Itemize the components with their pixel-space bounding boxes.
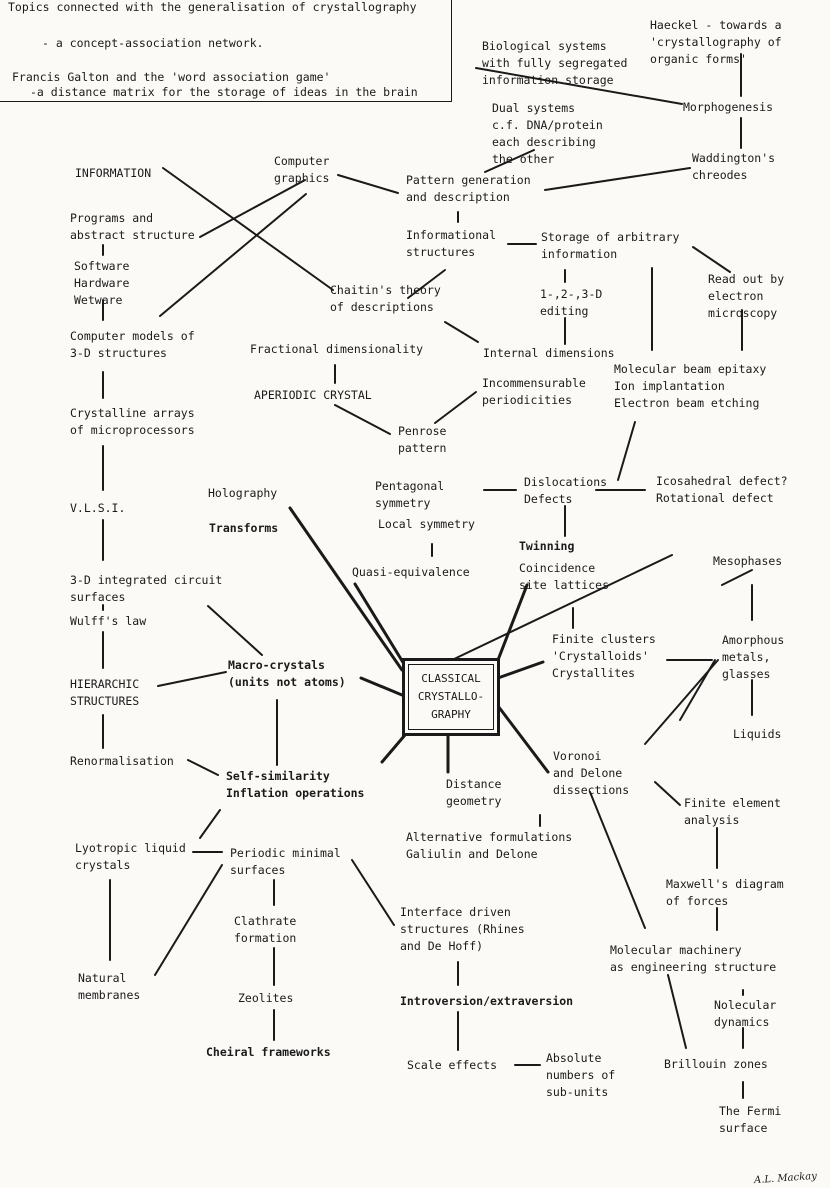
node-aperiodic-crystal: APERIODIC CRYSTAL bbox=[254, 388, 372, 402]
node-dual-systems: Dual systems c.f. DNA/protein each descr… bbox=[492, 101, 603, 166]
node-periodic-minimal: Periodic minimal surfaces bbox=[230, 846, 341, 877]
node-fermi-surface: The Fermi surface bbox=[719, 1104, 782, 1135]
node-chaitin: Chaitin's theory of descriptions bbox=[330, 283, 441, 314]
node-holography: Holography bbox=[208, 486, 278, 500]
node-pattern-generation: Pattern generation and description bbox=[406, 173, 531, 204]
node-zeolites: Zeolites bbox=[238, 991, 294, 1005]
title-line-1: Topics connected with the generalisation… bbox=[8, 0, 417, 14]
node-internal-dimensions: Internal dimensions bbox=[483, 346, 615, 360]
node-scale-effects: Scale effects bbox=[407, 1058, 498, 1072]
node-molecular-beam: Molecular beam epitaxy Ion implantation … bbox=[614, 362, 767, 410]
node-computer-graphics: Computer graphics bbox=[274, 154, 330, 185]
node-biological-systems: Biological systems with fully segregated… bbox=[482, 39, 628, 87]
node-brillouin-zones: Brillouin zones bbox=[664, 1057, 768, 1071]
node-coincidence: Coincidence site lattices bbox=[519, 561, 610, 592]
node-absolute-numbers: Absolute numbers of sub-units bbox=[546, 1051, 616, 1099]
node-fractional-dimensionality: Fractional dimensionality bbox=[250, 342, 424, 356]
node-crystalline-arrays: Crystalline arrays of microprocessors bbox=[70, 406, 195, 437]
title-box bbox=[0, 0, 452, 102]
node-finite-clusters: Finite clusters 'Crystalloids' Crystalli… bbox=[552, 632, 656, 680]
node-distance-geometry: Distance geometry bbox=[446, 777, 502, 808]
node-icosahedral: Icosahedral defect? Rotational defect bbox=[656, 474, 788, 505]
node-wulff: Wulff's law bbox=[70, 614, 147, 628]
node-information: INFORMATION bbox=[75, 166, 152, 180]
node-cheiral-frameworks: Cheiral frameworks bbox=[206, 1045, 331, 1059]
center-node-label: CLASSICAL CRYSTALLO- GRAPHY bbox=[417, 672, 485, 721]
node-penrose: Penrose pattern bbox=[398, 424, 447, 455]
node-molecular-machinery: Molecular machinery as engineering struc… bbox=[610, 943, 777, 974]
node-morphogenesis: Morphogenesis bbox=[683, 100, 774, 114]
title-line-4: -a distance matrix for the storage of id… bbox=[30, 85, 418, 99]
node-quasi-equivalence: Quasi-equivalence bbox=[352, 565, 470, 579]
node-haeckel: Haeckel - towards a 'crystallography of … bbox=[650, 18, 782, 66]
node-incommensurable: Incommensurable periodicities bbox=[482, 376, 586, 407]
node-read-out: Read out by electron microscopy bbox=[708, 272, 785, 320]
node-pentagonal: Pentagonal symmetry bbox=[375, 479, 445, 510]
node-1-2-3-d-editing: 1-,2-,3-D editing bbox=[540, 287, 603, 318]
node-storage-arbitrary: Storage of arbitrary information bbox=[541, 230, 680, 261]
node-macro-crystals: Macro-crystals (units not atoms) bbox=[228, 658, 346, 689]
node-interface-driven: Interface driven structures (Rhines and … bbox=[400, 905, 525, 953]
node-informational-structures: Informational structures bbox=[406, 228, 497, 259]
node-alternative-formulations: Alternative formulations Galiulin and De… bbox=[406, 830, 573, 861]
node-vlsi: V.L.S.I. bbox=[70, 501, 126, 515]
node-twinning: Twinning bbox=[519, 539, 575, 553]
node-introversion: Introversion/extraversion bbox=[400, 994, 574, 1008]
title-line-2: - a concept-association network. bbox=[42, 36, 264, 50]
node-clathrate: Clathrate formation bbox=[234, 914, 297, 945]
node-lyotropic: Lyotropic liquid crystals bbox=[75, 841, 186, 872]
node-voronoi: Voronoi and Delone dissections bbox=[553, 749, 630, 797]
node-liquids: Liquids bbox=[733, 727, 782, 741]
node-self-similarity: Self-similarity Inflation operations bbox=[226, 769, 365, 800]
node-renormalisation: Renormalisation bbox=[70, 754, 174, 768]
node-computer-models: Computer models of 3-D structures bbox=[70, 329, 195, 360]
node-software: Software Hardware Wetware bbox=[74, 259, 130, 307]
node-dislocations: Dislocations Defects bbox=[524, 475, 608, 506]
title-line-3: Francis Galton and the 'word association… bbox=[12, 70, 331, 84]
node-programs: Programs and abstract structure bbox=[70, 211, 195, 242]
node-molecular-dynamics: Nolecular dynamics bbox=[714, 998, 777, 1029]
node-maxwell: Maxwell's diagram of forces bbox=[666, 877, 784, 908]
node-finite-element: Finite element analysis bbox=[684, 796, 781, 827]
node-local-symmetry: Local symmetry bbox=[378, 517, 475, 531]
node-natural-membranes: Natural membranes bbox=[78, 971, 141, 1002]
node-transforms: Transforms bbox=[209, 521, 279, 535]
node-waddington: Waddington's chreodes bbox=[692, 151, 776, 182]
node-amorphous: Amorphous metals, glasses bbox=[722, 633, 785, 681]
node-mesophases: Mesophases bbox=[713, 554, 783, 568]
node-integrated-circuit: 3-D integrated circuit surfaces bbox=[70, 573, 223, 604]
center-node: CLASSICAL CRYSTALLO- GRAPHY bbox=[402, 658, 500, 736]
node-hierarchic: HIERARCHIC STRUCTURES bbox=[70, 677, 140, 708]
